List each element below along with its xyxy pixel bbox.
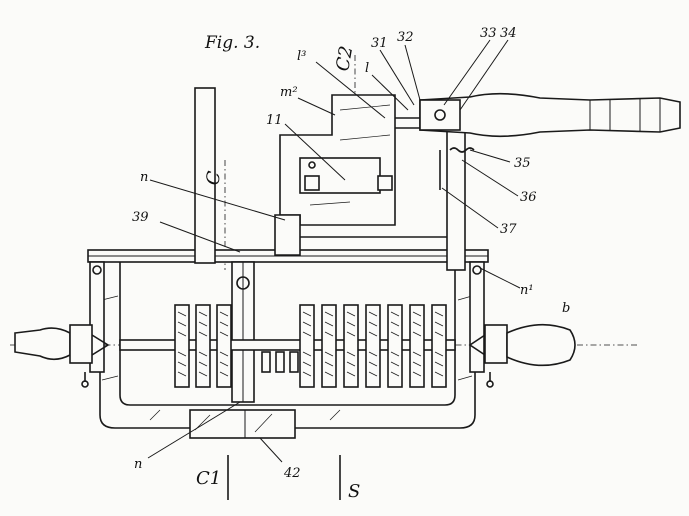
label-c1-bottom: C1 (196, 468, 221, 489)
left-handle (14, 327, 71, 361)
label-c-mid: C (202, 169, 225, 186)
label-c2-top: C2 (332, 44, 357, 72)
upper-handle (419, 92, 681, 138)
frame-inner (119, 262, 456, 406)
label-37: 37 (500, 222, 517, 237)
label-31: 31 (371, 36, 388, 51)
left-upright (194, 87, 216, 264)
counting-wheels-right (299, 304, 447, 388)
label-n1: n¹ (520, 283, 534, 298)
main-shaft (119, 339, 456, 351)
housing-foot (274, 214, 301, 256)
leader-lines (147, 39, 521, 463)
right-bracket (469, 261, 485, 373)
label-39: 39 (132, 210, 149, 225)
label-34: 34 (500, 26, 517, 41)
housing-hatching (309, 104, 391, 206)
right-upright (446, 119, 466, 271)
label-n-bottom: n (134, 457, 142, 472)
left-bracket (89, 261, 105, 373)
counting-wheels-left (174, 304, 232, 388)
label-m2: m² (280, 85, 298, 100)
spring (449, 147, 475, 153)
label-42: 42 (283, 466, 301, 481)
label-35: 35 (514, 156, 531, 171)
right-handle (506, 323, 576, 367)
middle-levers (261, 351, 299, 373)
label-l3: l³ (297, 49, 306, 64)
bottom-block (189, 409, 296, 439)
label-36: 36 (520, 190, 537, 205)
figure-title: Fig. 3. (204, 33, 260, 53)
label-32: 32 (397, 30, 414, 45)
label-s-bottom: S (348, 481, 360, 502)
label-33: 33 (480, 26, 497, 41)
label-n: n (140, 170, 148, 185)
label-l: l (365, 61, 369, 76)
label-11: 11 (266, 113, 283, 128)
label-b: b (562, 301, 570, 316)
